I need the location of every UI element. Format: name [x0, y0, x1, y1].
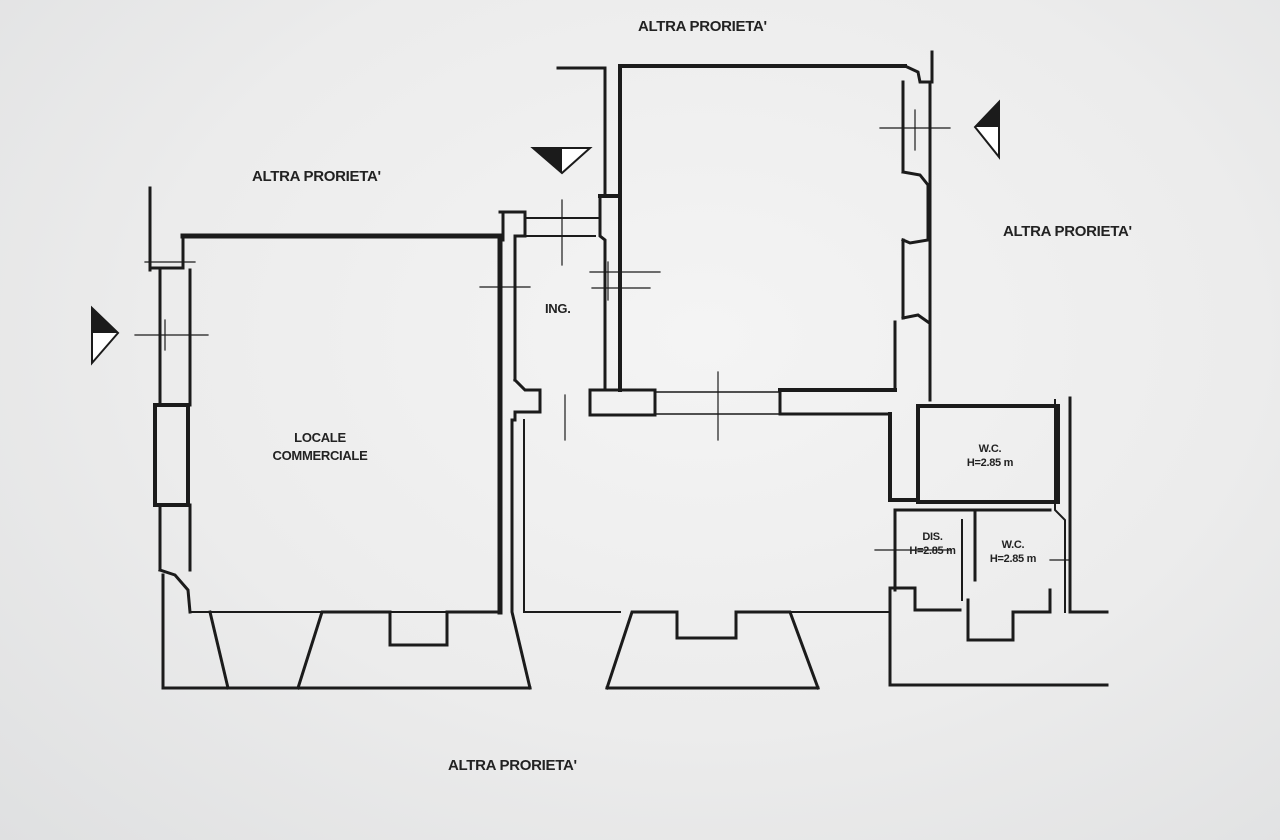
left-room-walls	[148, 186, 532, 690]
section-lines	[134, 109, 1071, 561]
upper-room-walls	[556, 50, 934, 416]
label-right-property: ALTRA PRORIETA'	[1003, 223, 1132, 240]
room-label-entrance: ING.	[545, 301, 571, 316]
room-label-wc-lower: W.C. H=2.85 m	[972, 538, 1054, 566]
wc-upper-title: W.C.	[978, 443, 1002, 455]
wc-block-walls	[888, 396, 1109, 687]
middle-room-walls	[523, 412, 917, 690]
section-arrow-left	[91, 305, 120, 366]
wc-lower-height: H=2.85 m	[989, 553, 1037, 565]
room-label-wc-upper: W.C. H=2.85 m	[945, 442, 1035, 470]
room-label-dis: DIS. H=2.85 m	[895, 530, 970, 558]
room-label-shop-line2: COMMERCIALE	[272, 448, 368, 463]
label-upper-left-property: ALTRA PRORIETA'	[252, 168, 381, 185]
label-bottom-property: ALTRA PRORIETA'	[448, 757, 577, 774]
section-arrow-top	[530, 147, 593, 175]
room-label-shop-line1: LOCALE	[294, 430, 346, 445]
wc-upper-height: H=2.85 m	[966, 457, 1014, 469]
wc-lower-title: W.C.	[1001, 539, 1025, 551]
label-top-property: ALTRA PRORIETA'	[638, 18, 767, 35]
dis-title: DIS.	[922, 531, 943, 543]
entrance-walls	[498, 194, 657, 422]
dis-height: H=2.85 m	[909, 545, 956, 557]
room-label-shop: LOCALE COMMERCIALE	[250, 429, 390, 465]
section-arrow-right	[973, 99, 1000, 160]
